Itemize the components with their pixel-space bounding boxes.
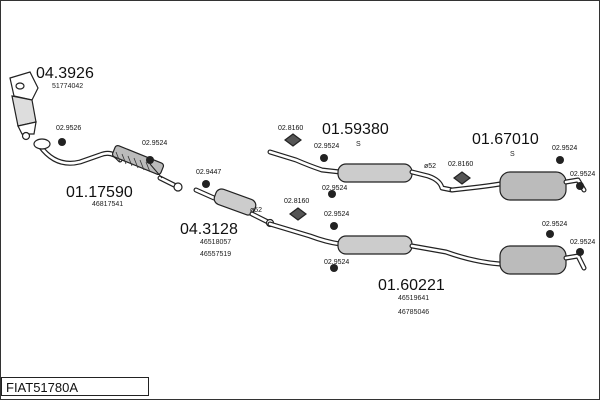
mount-02-9524-lower-a-label: 02.9524	[324, 259, 349, 266]
catalyst-mid-oe-number-1: 46518057	[200, 239, 231, 246]
mount-02-9524-upper-b-label: 02.9524	[322, 185, 347, 192]
mount-02-9526[interactable]	[58, 138, 66, 146]
catalyst-front-oe-number: 51774042	[52, 83, 83, 90]
mount-02-9526-label: 02.9526	[56, 125, 81, 132]
mount-02-8160-rear-label: 02.8160	[448, 161, 473, 168]
mount-02-9447-label: 02.9447	[196, 169, 221, 176]
mount-02-9524-lower-c[interactable]	[576, 248, 584, 256]
mount-02-9524-rear-b[interactable]	[576, 182, 584, 190]
rear-silencer-upper-part-number: 01.67010	[472, 131, 539, 148]
mount-02-9524-lower-b[interactable]	[546, 230, 554, 238]
mount-02-9524-mid-a[interactable]	[330, 222, 338, 230]
lower-silencer-oe-number-1: 46519641	[398, 295, 429, 302]
mount-02-9524-upper-a-label: 02.9524	[314, 143, 339, 150]
mount-02-9524-rear-b-label: 02.9524	[570, 171, 595, 178]
mount-02-8160-mid[interactable]	[289, 207, 307, 221]
mount-02-9524-front[interactable]	[146, 156, 163, 179]
clamp-2-label: ø52	[424, 163, 436, 170]
mount-02-9447[interactable]	[202, 180, 210, 188]
mount-02-9524-upper-a[interactable]	[320, 154, 328, 162]
mount-02-8160-upper[interactable]	[284, 133, 302, 147]
lower-silencer-oe-number-2: 46785046	[398, 309, 429, 316]
mount-02-8160-rear[interactable]	[453, 171, 471, 185]
rear-silencer-upper[interactable]	[449, 171, 587, 201]
mid-silencer-upper[interactable]	[267, 149, 455, 193]
lower-silencer-part-number: 01.60221	[378, 277, 445, 294]
front-pipe-oe-number: 46817541	[92, 201, 123, 208]
mount-02-9524-upper-b[interactable]	[328, 190, 336, 198]
front-pipe-part-number: 01.17590	[66, 184, 133, 201]
catalyst-mid-oe-number-2: 46557519	[200, 251, 231, 258]
rear-silencer-upper-s-mark: S	[510, 151, 515, 158]
diagram-code-box: FIAT51780A	[1, 377, 149, 396]
mount-02-8160-upper-label: 02.8160	[278, 125, 303, 132]
front-gasket[interactable]	[21, 131, 31, 141]
front-pipe[interactable]	[33, 138, 183, 192]
catalyst-mid-part-number: 04.3128	[180, 221, 238, 238]
mount-02-9524-rear-a-label: 02.9524	[552, 145, 577, 152]
mount-02-9524-lower-b-label: 02.9524	[542, 221, 567, 228]
mid-silencer-upper-s-mark: S	[356, 141, 361, 148]
diagram-code: FIAT51780A	[6, 380, 79, 395]
lower-silencer-system[interactable]	[267, 221, 587, 275]
mount-02-9524-lower-c-label: 02.9524	[570, 239, 595, 246]
mid-silencer-upper-part-number: 01.59380	[322, 121, 389, 138]
mount-02-9524-rear-a[interactable]	[556, 156, 564, 164]
mount-02-9524-lower-a[interactable]	[330, 264, 338, 272]
mount-02-9524-mid-a-label: 02.9524	[324, 211, 349, 218]
mount-02-8160-mid-label: 02.8160	[284, 198, 309, 205]
front-catalyst[interactable]	[9, 71, 39, 135]
clamp-1-label: ø52	[250, 207, 262, 214]
catalyst-front-part-number: 04.3926	[36, 65, 94, 82]
mount-02-9524-front-label: 02.9524	[142, 140, 167, 147]
